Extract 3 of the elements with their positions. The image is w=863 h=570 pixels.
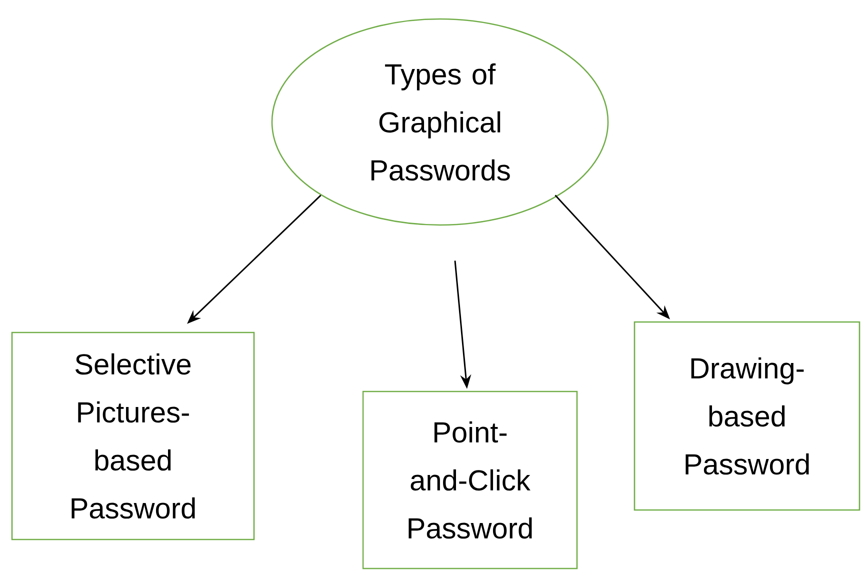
- type-box: Drawing-based Password: [634, 321, 860, 511]
- type-box: Point-and-Click Password: [362, 390, 578, 570]
- type-box: Selective Pictures-based Password: [11, 332, 255, 540]
